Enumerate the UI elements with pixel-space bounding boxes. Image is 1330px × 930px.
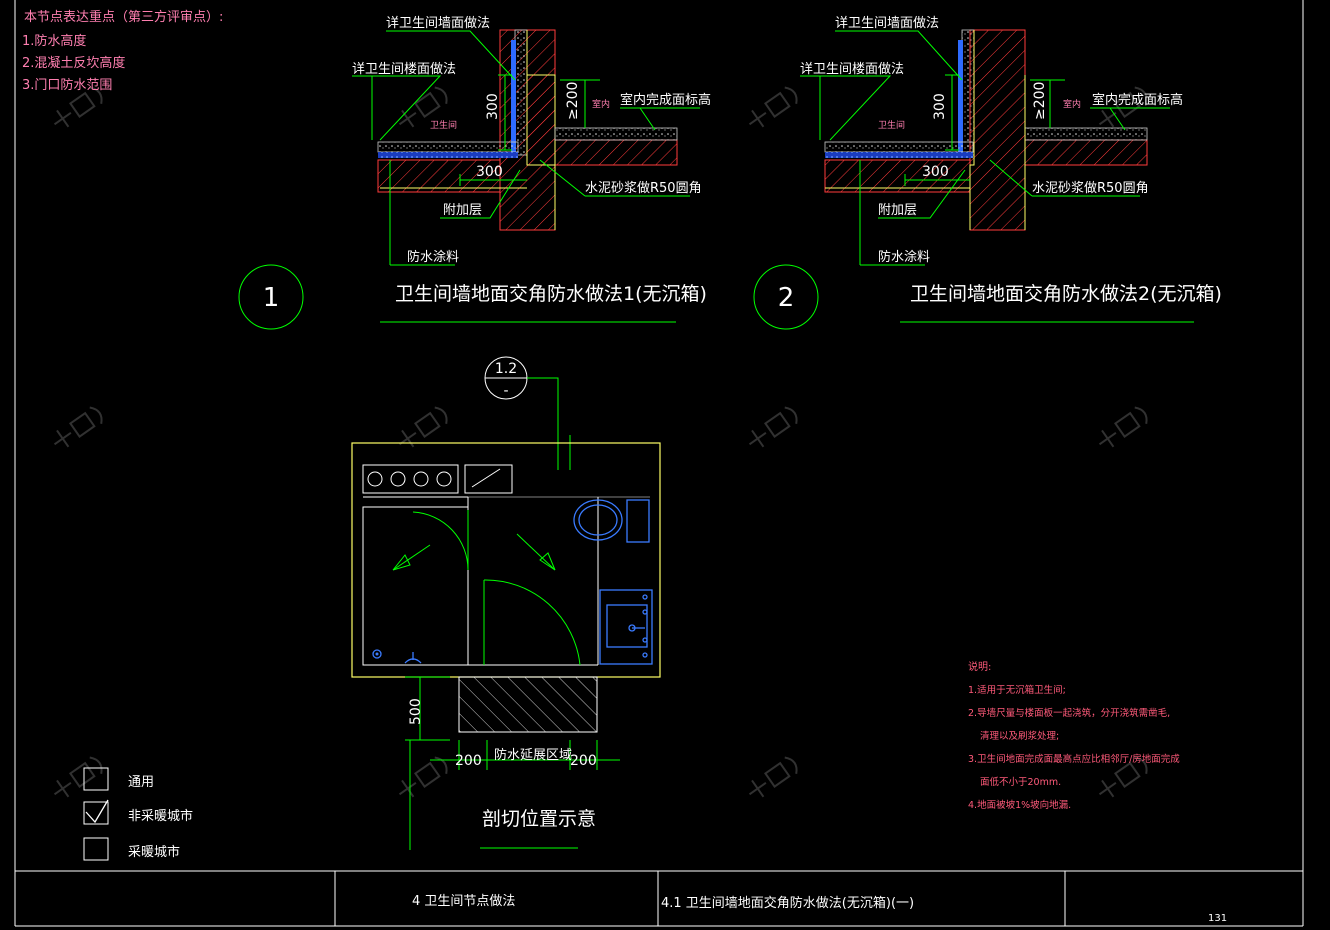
detail-2-extra-layer: 附加层	[878, 203, 917, 218]
detail-1-slab-right	[554, 139, 678, 166]
detail-1-number-circle	[238, 264, 304, 330]
detail-1-number: 1	[263, 283, 280, 313]
detail-1-room-floor-finish	[554, 127, 678, 141]
plan-toilet	[573, 499, 650, 543]
detail-2-waterproof-wall	[958, 40, 963, 155]
title-block-drawing-title: 4.1 卫生间墙地面交角防水做法(无沉箱)(一)	[661, 895, 914, 911]
watermarks	[53, 86, 1148, 798]
detail-2-room-floor-finish	[1024, 127, 1148, 141]
note-2-cont: 清理以及刷浆处理;	[980, 730, 1059, 742]
detail-2-dim-300-vertical: 300	[932, 93, 948, 120]
detail-2-dim-300-horizontal: 300	[922, 164, 949, 180]
plan-washbasin	[599, 589, 653, 665]
detail-1-waterproof-wall	[511, 40, 516, 155]
detail-2-room-bath: 卫生间	[878, 119, 905, 131]
legend: 通用 非采暖城市 采暖城市	[83, 767, 193, 861]
detail-2-wall-finish	[961, 29, 975, 156]
title-block-chapter: 4 卫生间节点做法	[412, 894, 515, 909]
detail-1-wall-finish	[514, 29, 528, 156]
detail-2-number-circle	[753, 264, 819, 330]
check-icon	[85, 799, 109, 824]
detail-1-coating: 防水涂料	[407, 249, 459, 265]
note-4: 4.地面被坡1%坡向地漏.	[968, 799, 1071, 811]
note-3: 3.卫生间地面完成面最高点应比相邻厅/房地面完成	[968, 753, 1180, 765]
plan-sink-counter	[464, 464, 513, 494]
detail-1-dim-300-horizontal: 300	[476, 164, 503, 180]
detail-1-mortar-label: 水泥砂浆做R50圆角	[585, 181, 702, 196]
detail-1-curb	[526, 74, 556, 166]
plan-dim-500: 500	[408, 698, 424, 725]
section-symbol-bottom: -	[503, 383, 508, 399]
detail-1-wall-label: 详卫生间墙面做法	[386, 16, 490, 31]
note-1: 1.适用于无沉箱卫生间;	[968, 684, 1066, 696]
title-block-page: 131	[1208, 913, 1227, 924]
legend-checkbox-non-heating	[83, 801, 109, 825]
floor-drain-icon	[372, 649, 382, 659]
plan-extension-label: 防水延展区域	[494, 747, 572, 763]
detail-2-waterproof-floor	[825, 152, 973, 158]
detail-2-floor-label: 详卫生间楼面做法	[800, 62, 904, 77]
detail-1-slab-left	[377, 159, 501, 193]
plan-dim-200-left: 200	[455, 753, 482, 769]
detail-1-room-bath: 卫生间	[430, 119, 457, 131]
notes: 说明: 1.适用于无沉箱卫生间; 2.导墙尺量与楼面板一起浇筑，分开浇筑需凿毛,…	[968, 660, 1180, 811]
detail-1-extra-layer: 附加层	[443, 203, 482, 218]
plan-outer-wall	[351, 442, 661, 678]
detail-1-finish-level: 室内完成面标高	[620, 92, 711, 108]
note-2: 2.导墙尺量与楼面板一起浇筑，分开浇筑需凿毛,	[968, 707, 1170, 719]
review-points: 本节点表达重点（第三方评审点）: 1.防水高度 2.混凝土反坎高度 3.门口防水…	[22, 9, 223, 93]
plan-title: 剖切位置示意	[482, 808, 596, 830]
review-points-title: 本节点表达重点（第三方评审点）:	[24, 9, 223, 25]
notes-title: 说明:	[968, 660, 991, 673]
detail-2-title: 卫生间墙地面交角防水做法2(无沉箱)	[910, 283, 1222, 305]
detail-2: 300 ≥200 300 详卫生间墙面做法 详卫生间楼面做法 室内 室内完成面标…	[753, 16, 1222, 330]
detail-1-floor-finish	[377, 141, 519, 153]
sheet-border	[14, 0, 1304, 927]
legend-label-non-heating: 非采暖城市	[128, 808, 193, 824]
detail-1-title: 卫生间墙地面交角防水做法1(无沉箱)	[395, 283, 707, 305]
detail-2-room-indoor: 室内	[1063, 98, 1081, 110]
faucet-icon	[404, 652, 422, 664]
legend-label-general: 通用	[128, 775, 154, 790]
detail-1: 300 ≥200 300 详卫生间墙面做法 详卫生间楼面做法 室内 室内完成面标…	[238, 16, 711, 330]
review-point-2: 2.混凝土反坎高度	[22, 55, 125, 71]
title-block: 4 卫生间节点做法 4.1 卫生间墙地面交角防水做法(无沉箱)(一) 131	[412, 894, 1227, 924]
detail-2-mortar-label: 水泥砂浆做R50圆角	[1032, 181, 1149, 196]
detail-1-dim-200: ≥200	[565, 82, 581, 120]
review-point-3: 3.门口防水范围	[22, 77, 112, 93]
detail-1-floor-label: 详卫生间楼面做法	[352, 62, 456, 77]
plan-cabinet	[362, 464, 459, 494]
detail-1-dim-300-vertical: 300	[485, 93, 501, 120]
legend-checkbox-general	[83, 767, 109, 791]
legend-checkbox-heating	[83, 837, 109, 861]
detail-2-wall-label: 详卫生间墙面做法	[835, 16, 939, 31]
bathroom-plan: 1.2 -	[351, 356, 661, 850]
detail-2-coating: 防水涂料	[878, 249, 930, 265]
section-symbol-top: 1.2	[495, 361, 517, 377]
detail-2-number: 2	[778, 283, 795, 313]
legend-label-heating: 采暖城市	[128, 844, 180, 860]
note-3-cont: 面低不小于20mm.	[980, 776, 1061, 788]
review-point-1: 1.防水高度	[22, 33, 86, 49]
detail-1-room-indoor: 室内	[592, 98, 610, 110]
plan-waterproof-extension	[458, 676, 598, 733]
detail-2-concrete-wall	[969, 29, 1026, 231]
detail-2-dim-200: ≥200	[1032, 82, 1048, 120]
detail-1-waterproof-floor	[378, 152, 518, 158]
detail-2-finish-level: 室内完成面标高	[1092, 92, 1183, 108]
detail-2-slab-right	[1024, 139, 1148, 166]
plan-dim-200-right: 200	[570, 753, 597, 769]
